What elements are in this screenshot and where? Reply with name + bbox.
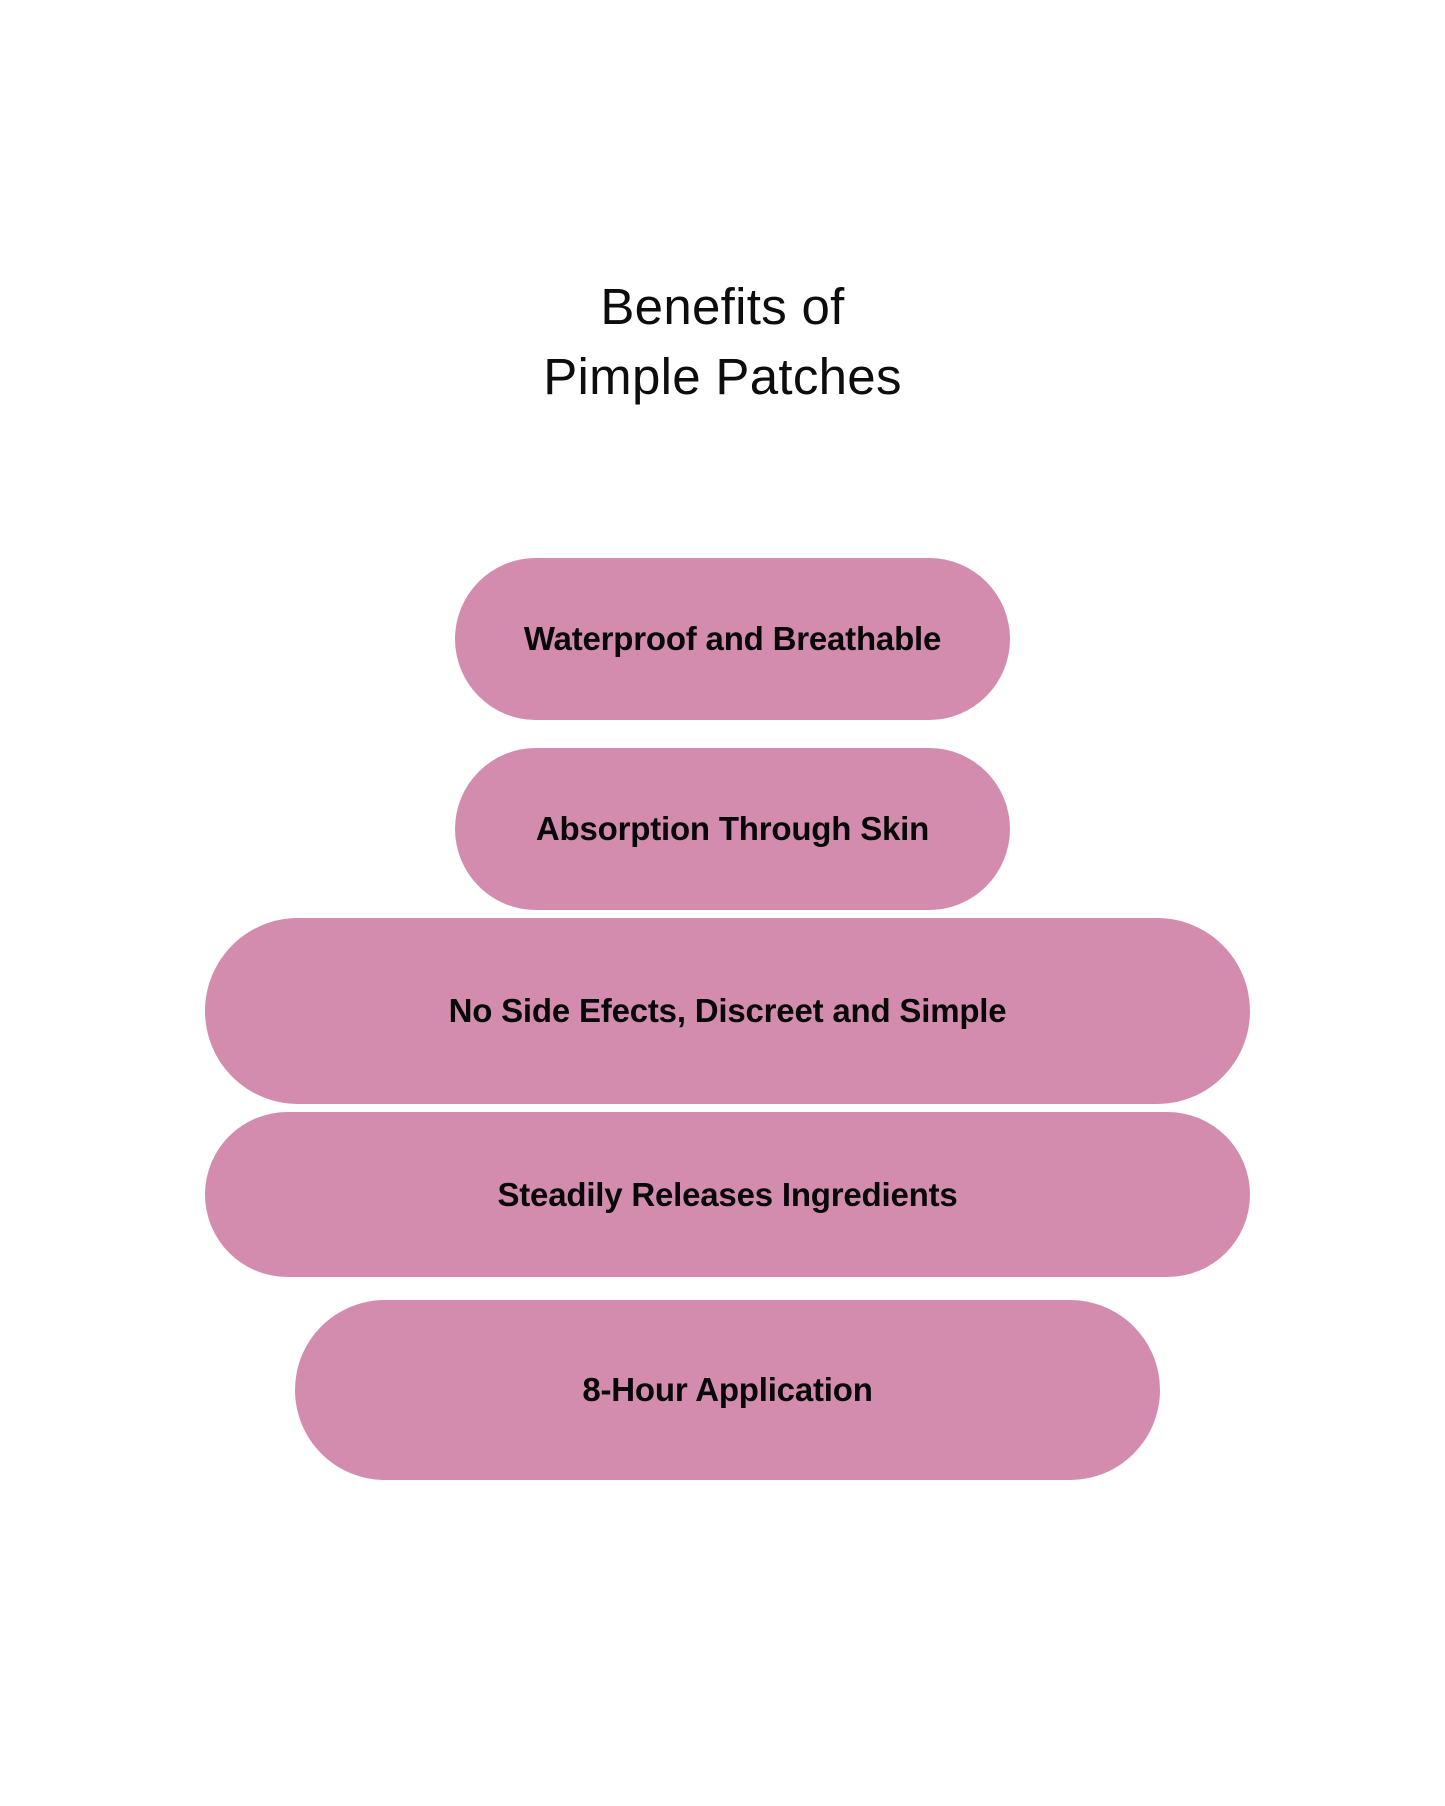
benefit-pill-3-label: No Side Efects, Discreet and Simple <box>448 992 1007 1029</box>
page-title-line-2: Pimple Patches <box>543 348 902 405</box>
benefit-pill-1-label: Waterproof and Breathable <box>523 620 942 657</box>
benefit-pill-4-label: Steadily Releases Ingredients <box>497 1175 958 1213</box>
page-title-line-1: Benefits of <box>600 278 845 335</box>
benefit-pill-2-label: Absorption Through Skin <box>535 810 930 847</box>
benefit-pill-2: Absorption Through Skin <box>455 748 1010 910</box>
benefit-pill-3: No Side Efects, Discreet and Simple <box>205 918 1250 1104</box>
benefit-pill-1: Waterproof and Breathable <box>455 558 1010 720</box>
benefit-pill-5: 8-Hour Application <box>295 1300 1160 1480</box>
benefit-pill-5-label: 8-Hour Application <box>582 1371 873 1408</box>
benefit-pill-4: Steadily Releases Ingredients <box>205 1112 1250 1277</box>
page-title: Benefits of Pimple Patches <box>0 272 1445 412</box>
